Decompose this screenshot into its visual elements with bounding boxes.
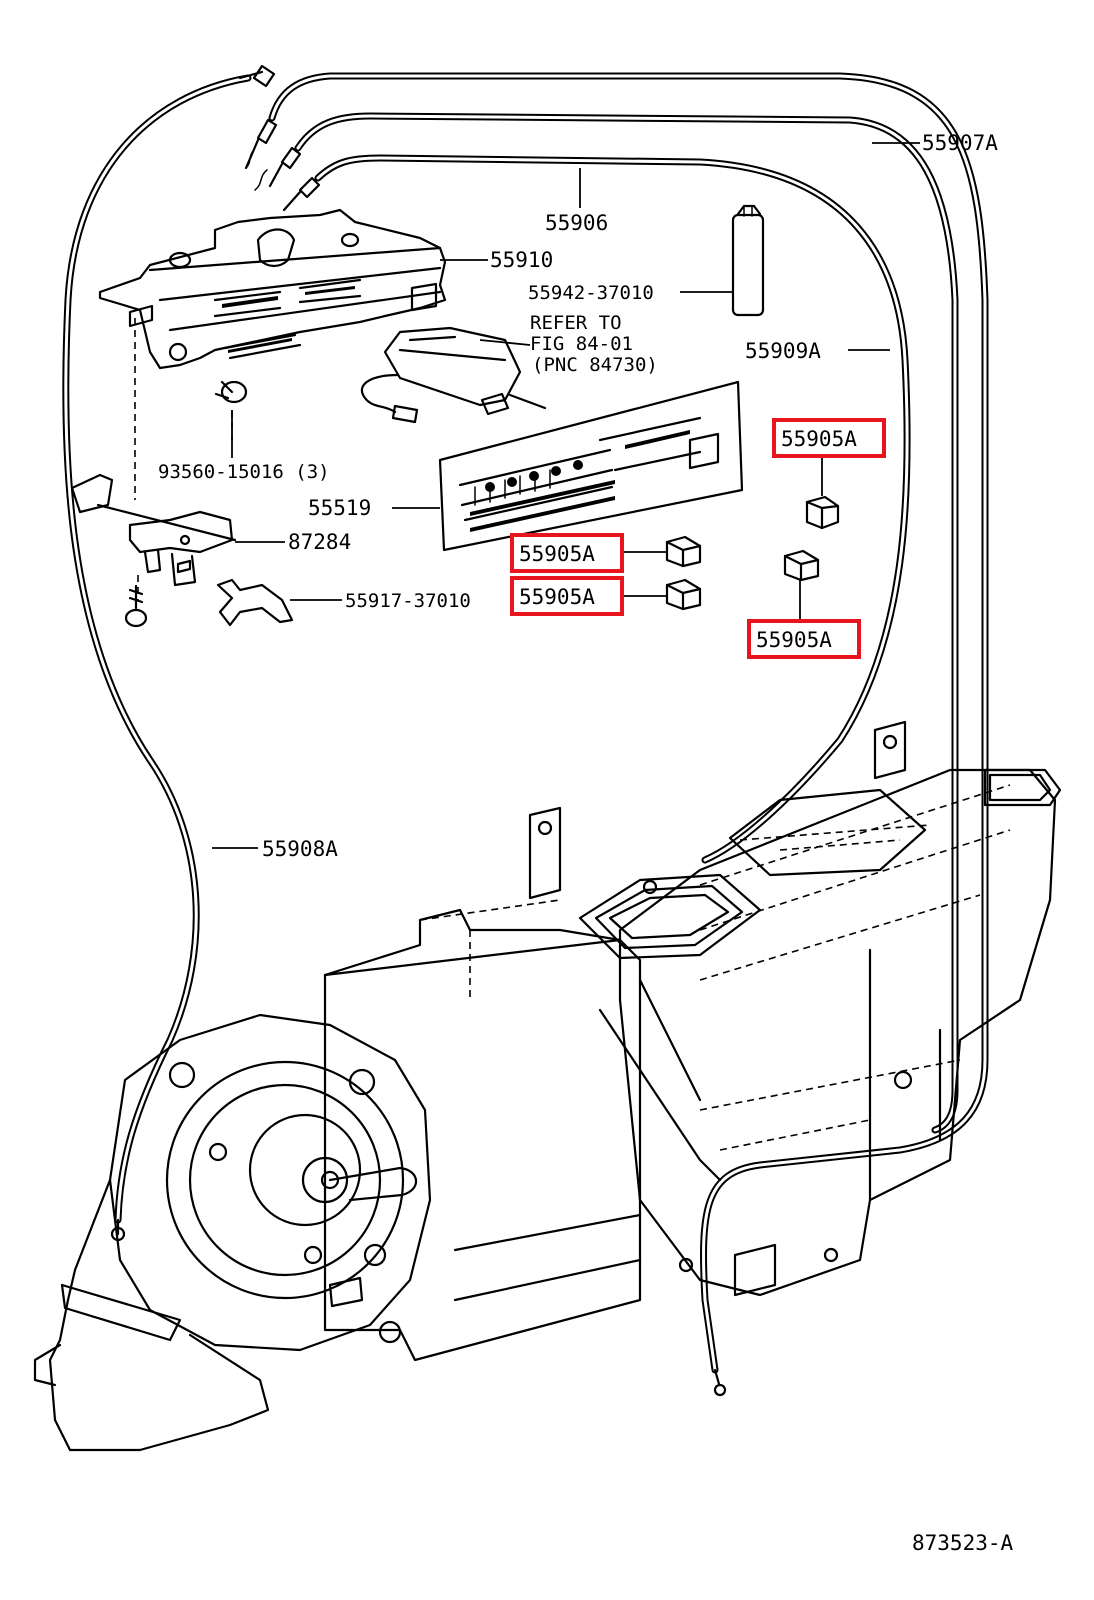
label-55910: 55910 <box>490 248 553 272</box>
knob-top-right <box>805 495 840 530</box>
control-cables <box>62 64 989 1397</box>
heater-control-assembly <box>98 208 447 370</box>
heater-unit-assembly <box>33 720 1062 1452</box>
knob-parts <box>665 495 840 611</box>
label-55942-37010: 55942-37010 <box>528 282 654 304</box>
label-55905A-mid-left: 55905A <box>519 542 595 566</box>
label-55519: 55519 <box>308 496 371 520</box>
highlight-box-low-right <box>747 619 861 659</box>
knob-low-left <box>665 578 702 611</box>
leader-lines <box>212 142 920 849</box>
label-55909A: 55909A <box>745 339 821 363</box>
knob-low-right <box>783 549 820 582</box>
knob-mid-left <box>665 535 702 568</box>
label-55905A-low-left: 55905A <box>519 585 595 609</box>
highlight-box-top-right <box>772 418 886 458</box>
label-55908A: 55908A <box>262 837 338 861</box>
label-87284: 87284 <box>288 530 351 554</box>
highlight-box-mid-left <box>510 533 624 573</box>
screw-part <box>214 380 248 404</box>
label-55917-37010: 55917-37010 <box>345 590 471 612</box>
assembly-dashed-lines <box>134 318 233 600</box>
bracket-part <box>216 578 294 627</box>
label-55906: 55906 <box>545 211 608 235</box>
lever-part <box>70 473 237 587</box>
bulb-part <box>731 204 765 317</box>
screw-part-lower <box>124 584 148 628</box>
label-93560-15016: 93560-15016 (3) <box>158 461 330 483</box>
label-55907A: 55907A <box>922 131 998 155</box>
label-refer-line3: (PNC 84730) <box>532 354 658 376</box>
label-55905A-low-right: 55905A <box>756 628 832 652</box>
label-refer-line2: FIG 84-01 <box>530 333 633 355</box>
highlight-box-low-left <box>510 576 624 616</box>
control-panel-plate <box>438 380 744 552</box>
figure-id: 873523-A <box>912 1531 1014 1555</box>
blower-switch-part <box>360 326 547 424</box>
label-refer-line1: REFER TO <box>530 312 622 334</box>
label-55905A-top-right: 55905A <box>781 427 857 451</box>
part-labels: 55907A 55906 55910 55942-37010 REFER TO … <box>158 131 1014 1555</box>
